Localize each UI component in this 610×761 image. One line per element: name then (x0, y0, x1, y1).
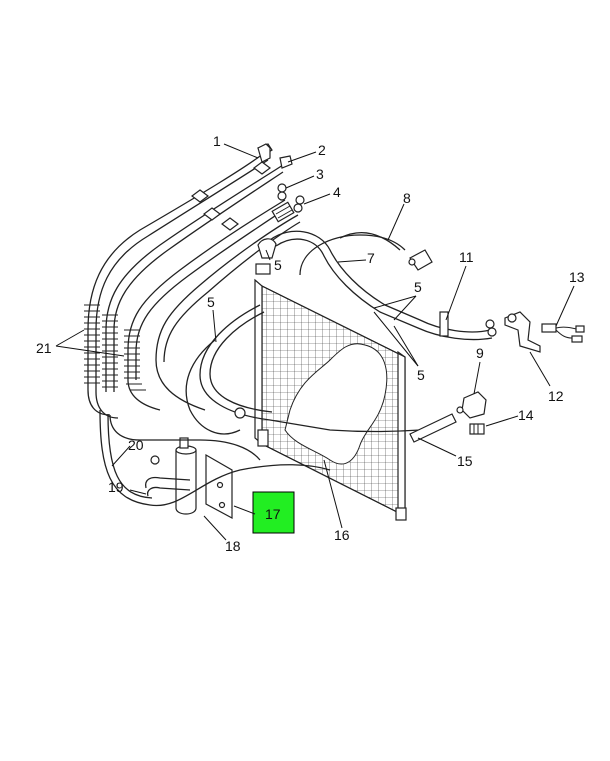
fitting-part-3 (277, 183, 287, 201)
callout-9: 9 (476, 345, 484, 361)
hose-7 (269, 230, 493, 341)
callout-13: 13 (569, 269, 585, 285)
lower-hose (99, 409, 331, 507)
callout-5-left: 5 (207, 294, 215, 310)
callout-1: 1 (213, 133, 221, 149)
hose-5-loop (185, 304, 421, 435)
callout-15: 15 (457, 453, 473, 469)
callout-7: 7 (367, 250, 375, 266)
callout-2: 2 (318, 142, 326, 158)
hose-elbow-5 (257, 238, 277, 259)
fitting-part-1 (257, 143, 271, 163)
callout-17: 17 (265, 506, 281, 522)
leader-lines (55, 143, 575, 541)
callout-5-top: 5 (274, 257, 282, 273)
highlight-part-17[interactable] (252, 491, 295, 534)
callout-11: 11 (459, 249, 474, 265)
fitting-part-4 (293, 195, 305, 213)
callout-14: 14 (518, 407, 534, 423)
fitting-part-2 (279, 155, 293, 169)
fitting-part-14 (469, 423, 485, 435)
tube-part-15 (409, 413, 457, 443)
callout-16: 16 (334, 527, 350, 543)
callout-8: 8 (403, 190, 411, 206)
connector-part-13 (541, 323, 585, 343)
callout-4: 4 (333, 184, 341, 200)
fitting-part-9 (456, 391, 487, 419)
hose-part-19 (144, 476, 191, 497)
callout-5-upper-right: 5 (414, 279, 422, 295)
callout-18: 18 (225, 538, 241, 554)
condenser-core (254, 263, 407, 521)
hose-8 (339, 232, 433, 271)
hose-part-20 (109, 414, 261, 465)
callout-labels: 1 2 3 4 8 7 5 5 5 5 11 13 12 9 14 15 16 … (36, 133, 585, 554)
callout-12: 12 (548, 388, 564, 404)
pipe-part-11 (439, 311, 449, 337)
callout-5-lower-right: 5 (417, 367, 425, 383)
callout-21: 21 (36, 340, 52, 356)
highlight-box[interactable] (252, 491, 295, 534)
switch-part-12 (485, 311, 541, 353)
threaded-fitting (271, 201, 295, 223)
receiver-drier-18 (175, 437, 233, 520)
callout-3: 3 (316, 166, 324, 182)
callout-19: 19 (108, 479, 124, 495)
callout-20: 20 (128, 437, 144, 453)
